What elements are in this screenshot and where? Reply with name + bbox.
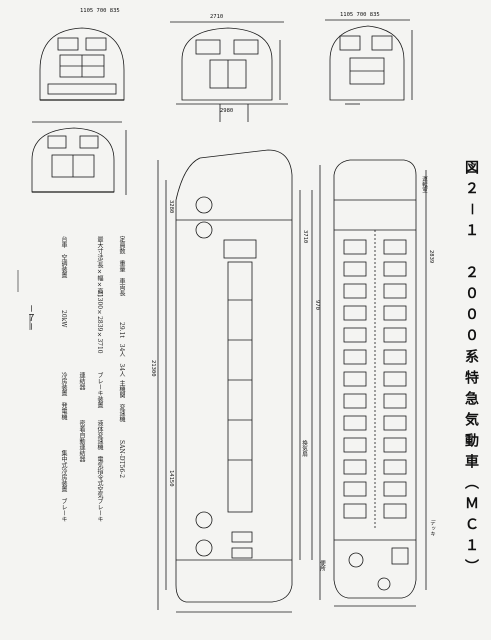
label-deck: デッキ (429, 520, 435, 537)
spec-col1: 定員数 重量 車両長 (118, 236, 125, 296)
spec-col11: SAN-DT56-2 (118, 440, 125, 479)
spec-item: ブレーキ装置 (96, 372, 103, 408)
spec-item: 連結器 (78, 372, 85, 390)
spec-value: SAN-DT56-2 (118, 440, 125, 479)
plan-view (311, 159, 427, 607)
spec-col13: 密着自動連結器 (78, 420, 85, 462)
dim-front-center-bottom: 2980 (220, 108, 234, 114)
dim-seat-pitch: 970 (314, 300, 320, 310)
spec-item: 発電機 (60, 402, 67, 420)
spec-item: 台車 (60, 236, 67, 248)
dim-cab-len: 3280 (168, 200, 174, 214)
spec-value: ブレーキ (60, 498, 67, 522)
dim-side-total: 21300 (150, 360, 156, 377)
front-view-upper-right (325, 19, 413, 105)
spec-item: 重量 (118, 260, 125, 272)
spec-value: 電気指令式空気ブレーキ (96, 456, 103, 522)
spec-value: 20kW (60, 310, 67, 328)
spec-col3: 台車 空調装置 (60, 236, 67, 278)
spec-value: 34人 (118, 363, 125, 378)
spec-item: 冷房装置 (60, 372, 67, 396)
spec-col10: 冷房装置 発電機 (60, 372, 67, 420)
spec-col6: 20kW (60, 310, 67, 328)
dim-bogie-center: 14150 (168, 470, 174, 487)
spec-col8: ブレーキ装置 (96, 372, 103, 408)
label-toilet: 便所 (319, 560, 325, 571)
spec-value: 密着自動連結器 (78, 420, 85, 462)
label-fan: 換気扇 (301, 440, 307, 457)
spec-item: 変速機 (118, 404, 125, 422)
spec-item: 主機関 (118, 380, 125, 398)
dim-plan-width: 2839 (428, 250, 434, 264)
spec-col5: 21300×2839×3710 (96, 290, 103, 354)
spec-item: 最大寸法(長×幅×高) (96, 236, 103, 297)
spec-value: 21300×2839×3710 (96, 290, 103, 354)
spec-value: 液体変速機 (96, 420, 103, 450)
spec-col12: 液体変速機 電気指令式空気ブレーキ (96, 420, 103, 522)
seat-rows (343, 239, 407, 519)
label-driver: 運転室 (421, 176, 427, 193)
spec-value: 34人 (118, 343, 125, 358)
spec-item: 定員数 (118, 236, 125, 254)
side-elevation (157, 149, 301, 613)
spec-value: 29.1t (118, 322, 125, 338)
spec-item: 車両長 (118, 278, 125, 296)
spec-col14: 集中式冷房装置 ブレーキ (60, 450, 67, 522)
spec-item: 空調装置 (60, 254, 67, 278)
spec-col9: 連結器 (78, 372, 85, 390)
spec-col7: 主機関 変速機 (118, 380, 125, 422)
spec-col2: 最大寸法(長×幅×高) (96, 236, 103, 297)
spec-col4: 29.1t 34人 34人 (118, 322, 125, 378)
front-view-upper-left (39, 27, 125, 101)
spec-value: 集中式冷房装置 (60, 450, 67, 492)
dim-front-left-top: 1105 700 835 (80, 8, 120, 14)
front-view-middle-left (31, 121, 127, 195)
margin-marks (17, 270, 31, 330)
front-view-upper-center (170, 21, 288, 122)
page-number: －７－ (25, 304, 35, 332)
dim-front-center-width: 2710 (210, 14, 224, 20)
dim-side-height: 3710 (302, 230, 308, 244)
dim-front-right-top: 1105 700 835 (340, 12, 380, 18)
figure-title: 図２－１ ２０００系特急気動車（ＭＣ１） (463, 160, 479, 580)
